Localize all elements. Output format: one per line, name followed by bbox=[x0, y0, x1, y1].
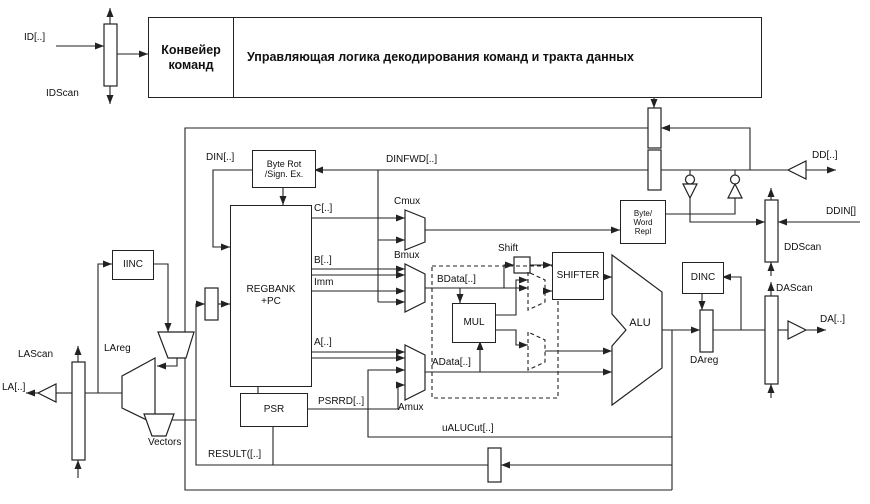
label-bmux: Bmux bbox=[394, 250, 420, 261]
wire-bytewd-out bbox=[664, 198, 736, 215]
mul-bmux-dashed-shape bbox=[527, 271, 546, 311]
ddscan-register bbox=[764, 199, 779, 263]
dd-read-enable-bubble bbox=[684, 174, 696, 185]
label-shift: Shift bbox=[498, 243, 519, 254]
id-pipeline-register bbox=[103, 23, 118, 87]
dascan-register bbox=[764, 295, 779, 385]
dinc-label: DINC bbox=[690, 272, 716, 283]
regbank-block: REGBANK +PC bbox=[230, 205, 312, 387]
label-b-bus: B[..] bbox=[314, 255, 332, 266]
wire-result-left bbox=[195, 300, 488, 466]
label-idscan: IDScan bbox=[46, 88, 79, 99]
instruction-register-1 bbox=[647, 107, 662, 149]
label-da: DA[..] bbox=[820, 314, 846, 325]
label-psrrd: PSRRD[..] bbox=[318, 396, 365, 407]
wire-la-to-iinc bbox=[97, 260, 112, 393]
instruction-register-2 bbox=[647, 149, 662, 191]
wire-ualucut bbox=[367, 366, 672, 438]
wire-mux-to-lareg bbox=[157, 358, 178, 370]
dd-write-enable-bubble bbox=[729, 174, 741, 185]
address-mux-shape bbox=[157, 331, 195, 359]
label-cmux: Cmux bbox=[394, 196, 421, 207]
lareg-funnel-shape bbox=[121, 356, 156, 425]
label-imm: Imm bbox=[314, 277, 334, 288]
header-box: Конвейер команд Управляющая логика декод… bbox=[148, 17, 762, 98]
label-dinfwd: DINFWD[..] bbox=[386, 154, 438, 165]
wire-mul-out-a bbox=[494, 329, 528, 349]
label-adata: AData[..] bbox=[432, 357, 471, 368]
byte-word-line3: Repl bbox=[634, 226, 652, 236]
label-vectors: Vectors bbox=[148, 437, 182, 448]
amux-shape bbox=[404, 344, 426, 401]
label-ddscan: DDScan bbox=[784, 242, 822, 253]
dd-write-driver-triangle bbox=[727, 182, 743, 199]
regbank-line2: +PC bbox=[261, 296, 281, 307]
psr-block: PSR bbox=[240, 393, 308, 427]
mul-amux-dashed-shape bbox=[527, 331, 546, 371]
wire-fetch-in bbox=[661, 124, 751, 170]
alu-label: ALU bbox=[629, 317, 651, 329]
shifter-label: SHIFTER bbox=[556, 270, 600, 281]
label-a-bus: A[..] bbox=[314, 337, 332, 348]
label-bdata: BData[..] bbox=[437, 274, 476, 285]
bmux-shape bbox=[404, 263, 426, 313]
multiplier-option-dashed-box bbox=[431, 265, 559, 399]
wire-mul-out-b bbox=[494, 276, 528, 316]
label-la: LA[..] bbox=[2, 382, 26, 393]
dd-in-driver-triangle bbox=[786, 160, 807, 180]
byte-rot-sign-ex-block: Byte Rot /Sign. Ex. bbox=[252, 150, 316, 188]
byte-rot-line1: Byte Rot bbox=[266, 158, 302, 169]
wire-ddin-to-reg bbox=[689, 198, 765, 226]
result-bus-latch bbox=[487, 447, 502, 483]
byte-word-repl-block: Byte/ Word Repl bbox=[620, 200, 666, 244]
label-dareg: DAreg bbox=[690, 355, 719, 366]
wire-psrrd bbox=[306, 381, 405, 410]
wire-iinc-to-mux bbox=[152, 263, 172, 332]
psr-label: PSR bbox=[263, 404, 285, 415]
dinc-block: DINC bbox=[682, 262, 724, 294]
wire-shift-in bbox=[503, 261, 514, 288]
control-logic-title: Управляющая логика декодирования команд … bbox=[247, 50, 634, 64]
byte-rot-line2: /Sign. Ex. bbox=[264, 169, 304, 179]
iinc-block: IINC bbox=[112, 250, 154, 280]
da-driver-triangle bbox=[787, 320, 808, 340]
label-din: DIN[..] bbox=[206, 152, 235, 163]
wire-dinc-in bbox=[722, 273, 742, 330]
byte-word-line2: Word bbox=[633, 217, 653, 227]
mul-block: MUL bbox=[452, 303, 496, 343]
regbank-line1: REGBANK bbox=[246, 284, 296, 295]
label-c-bus: C[..] bbox=[314, 203, 333, 214]
mul-label: MUL bbox=[463, 317, 485, 328]
label-ualucut: uALUCut[..] bbox=[442, 423, 494, 434]
lascan-register bbox=[71, 361, 86, 461]
cmux-shape bbox=[404, 209, 426, 251]
byte-word-line1: Byte/ bbox=[633, 208, 653, 218]
label-result: RESULT([..] bbox=[208, 449, 262, 460]
shifter-block: SHIFTER bbox=[552, 252, 604, 300]
alu-shape bbox=[611, 253, 663, 407]
vectors-funnel-shape bbox=[143, 413, 175, 437]
la-driver-triangle bbox=[36, 383, 57, 403]
pc-writeback-register bbox=[204, 287, 219, 321]
label-lascan: LAScan bbox=[18, 349, 54, 360]
iinc-label: IINC bbox=[123, 259, 143, 270]
dd-read-driver-triangle bbox=[682, 183, 698, 200]
dareg-register bbox=[699, 309, 714, 353]
label-lareg: LAreg bbox=[104, 343, 131, 354]
label-id-bus: ID[..] bbox=[24, 32, 46, 43]
label-amux: Amux bbox=[398, 402, 424, 413]
wire-din-to-regbank bbox=[212, 169, 252, 251]
label-dd: DD[..] bbox=[812, 150, 838, 161]
shift-amount-latch bbox=[513, 256, 531, 274]
label-ddin: DDIN[] bbox=[826, 206, 856, 217]
wire-datapath-loop bbox=[184, 127, 672, 491]
label-dascan: DAScan bbox=[776, 283, 813, 294]
instruction-pipeline-title: Конвейер команд bbox=[149, 18, 234, 97]
